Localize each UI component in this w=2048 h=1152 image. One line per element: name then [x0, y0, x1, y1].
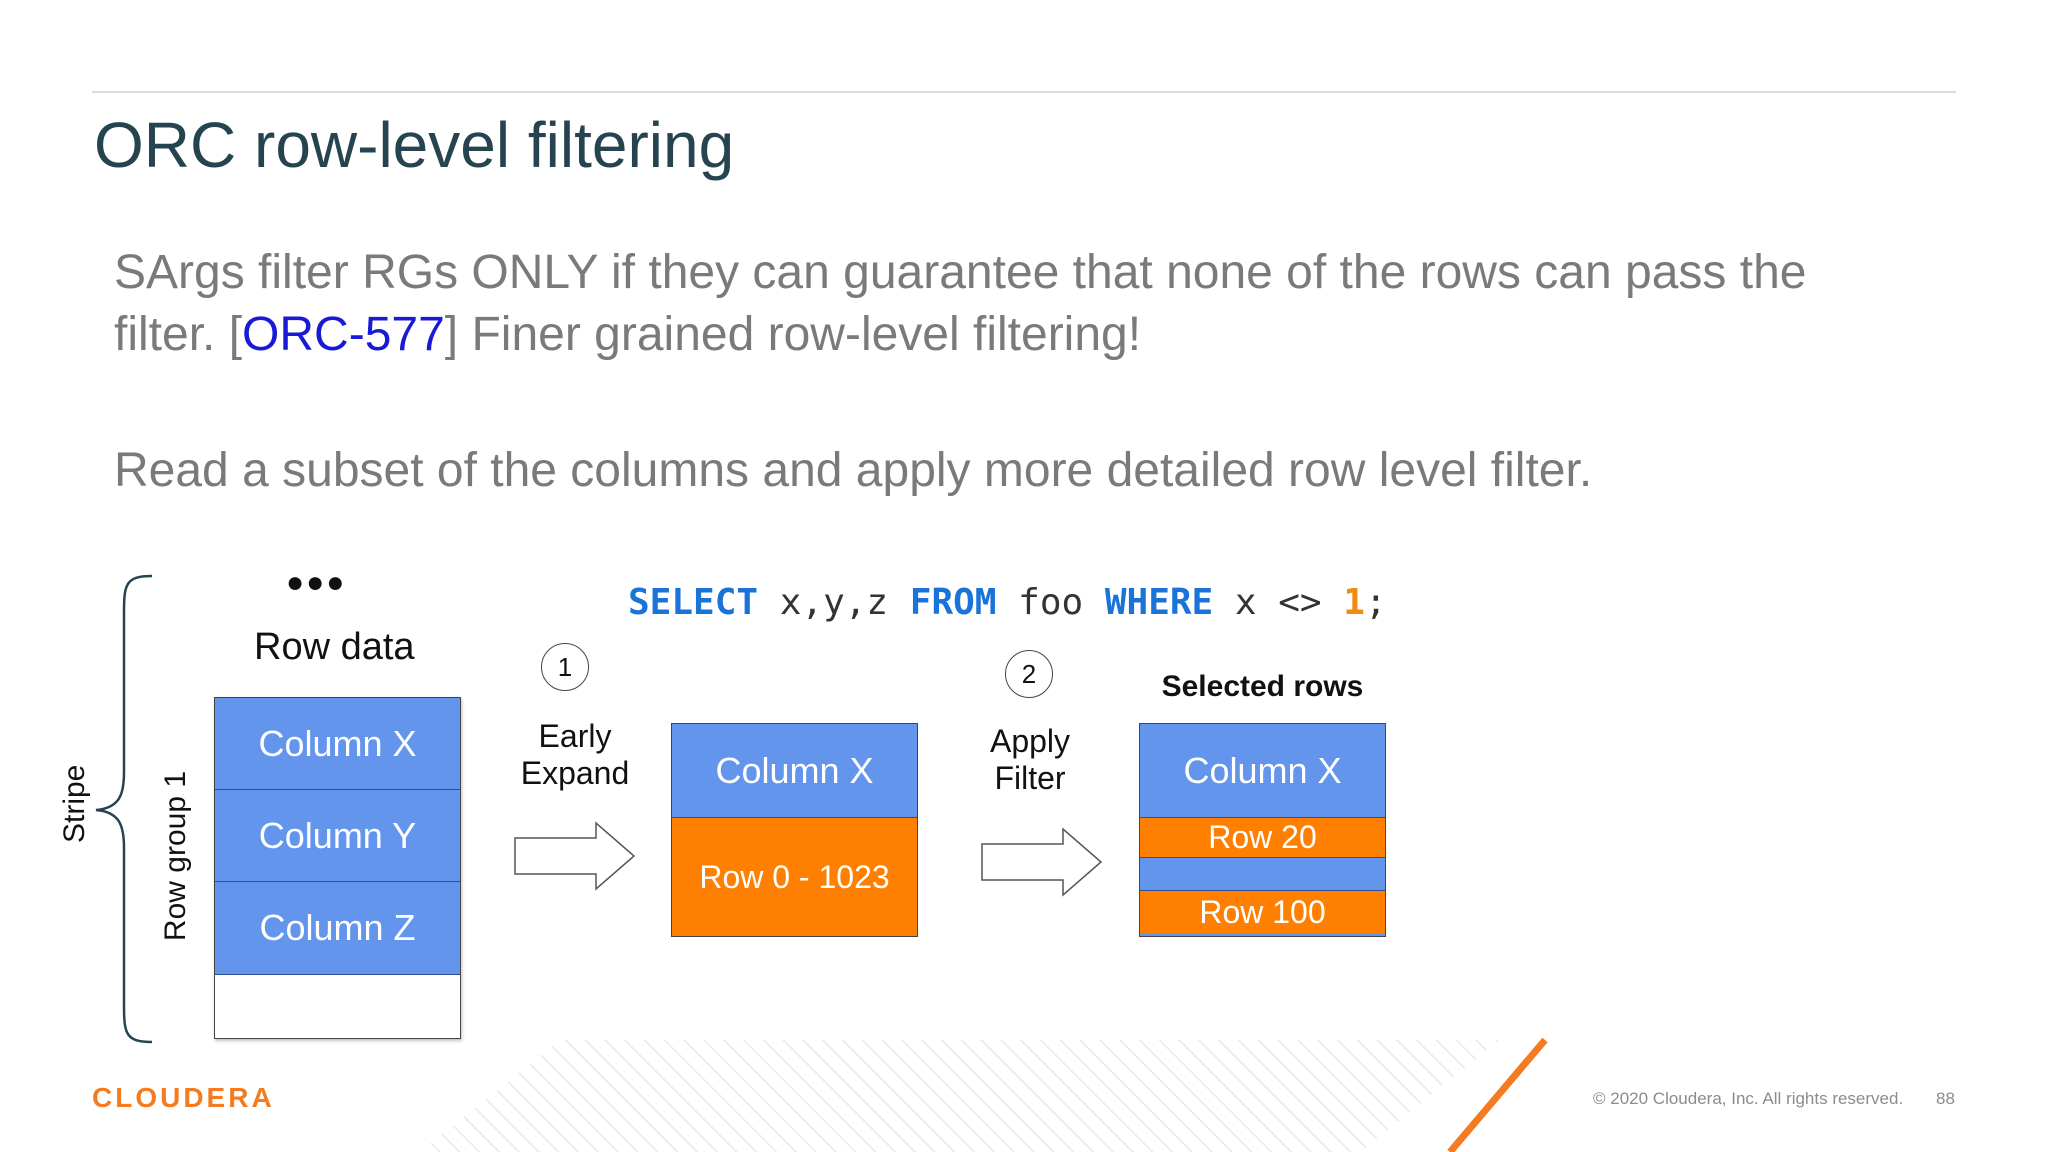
paragraph-1-text-pre: filter. [: [114, 308, 243, 361]
top-divider: [92, 91, 1956, 93]
row-range-cell: Row 0 - 1023: [672, 818, 917, 936]
step-1-badge: 1: [541, 643, 589, 691]
stripe-label: Stripe: [58, 764, 91, 843]
sql-query: SELECT x,y,z FROM foo WHERE x <> 1;: [628, 582, 1387, 623]
right-column-x-cell: Column X: [1140, 724, 1385, 818]
stripe-brace: [95, 574, 153, 1044]
sql-from-keyword: FROM: [909, 582, 997, 623]
column-x-cell: Column X: [215, 698, 460, 790]
sql-condition: x <>: [1213, 582, 1344, 623]
step-2-badge: 2: [1005, 650, 1053, 698]
orc-577-link[interactable]: ORC-577: [242, 308, 445, 361]
slide-title: ORC row-level filtering: [94, 109, 735, 181]
expanded-row-group-box: Column X Row 0 - 1023: [671, 723, 918, 937]
paragraph-1-line-2: filter. [ORC-577] Finer grained row-leve…: [114, 304, 1141, 366]
sql-table: foo: [996, 582, 1105, 623]
arrow-right-icon: [514, 821, 636, 891]
arrow-right-icon: [981, 827, 1103, 897]
selected-rows-box: Column X Row 20 Row 100: [1139, 723, 1386, 937]
selected-rows-title: Selected rows: [1161, 670, 1364, 703]
column-y-cell: Column Y: [215, 790, 460, 882]
filtered-gap: [1140, 858, 1385, 891]
row-20-cell: Row 20: [1140, 818, 1385, 858]
paragraph-2: Read a subset of the columns and apply m…: [114, 444, 1593, 497]
row-data-label: Row data: [254, 626, 415, 668]
step-1-label: Early Expand: [520, 718, 630, 792]
footer-hatch-decoration: [420, 1037, 1548, 1152]
sql-value: 1: [1343, 582, 1365, 623]
row-group-box: Column X Column Y Column Z: [214, 697, 461, 1039]
sql-select-keyword: SELECT: [628, 582, 759, 623]
copyright-text: © 2020 Cloudera, Inc. All rights reserve…: [1593, 1089, 1904, 1108]
step-1-label-line-1: Early: [538, 718, 612, 754]
step-2-label: Apply Filter: [975, 723, 1085, 797]
row-100-cell: Row 100: [1140, 891, 1385, 933]
paragraph-1-text-post: ] Finer grained row-level filtering!: [444, 308, 1142, 361]
step-2-label-line-2: Filter: [994, 760, 1066, 796]
cloudera-logo: CLOUDERA: [92, 1082, 275, 1113]
step-2-label-line-1: Apply: [989, 723, 1071, 759]
row-group-label: Row group 1: [159, 770, 192, 942]
column-z-cell: Column Z: [215, 882, 460, 975]
sql-terminator: ;: [1364, 582, 1387, 623]
paragraph-1-line-1: SArgs filter RGs ONLY if they can guaran…: [114, 246, 1807, 299]
middle-column-x-cell: Column X: [672, 724, 917, 818]
sql-where-keyword: WHERE: [1104, 582, 1214, 623]
ellipsis-dots: ●●●: [286, 566, 347, 599]
sql-columns: x,y,z: [758, 582, 910, 623]
page-number: 88: [1936, 1089, 1955, 1108]
step-1-label-line-2: Expand: [520, 755, 630, 791]
